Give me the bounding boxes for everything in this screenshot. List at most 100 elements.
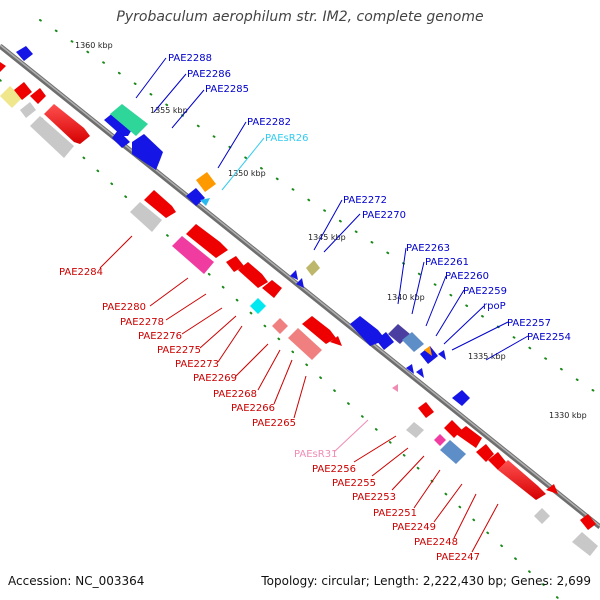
gene-label[interactable]: PAE2275 xyxy=(157,345,201,356)
gene-arrow[interactable] xyxy=(424,346,432,356)
gene-label[interactable]: PAE2286 xyxy=(187,69,231,80)
gene-arrow[interactable] xyxy=(330,336,342,346)
bottom-leader-lines xyxy=(99,235,499,553)
gene-label[interactable]: PAE2253 xyxy=(352,492,396,503)
gene-box[interactable] xyxy=(306,260,320,276)
gene-label[interactable]: PAE2280 xyxy=(102,302,146,313)
gene-arrow[interactable] xyxy=(546,484,558,494)
gene-arrow[interactable] xyxy=(580,514,596,530)
gene-box[interactable] xyxy=(534,508,550,524)
tick-label-1360: 1360 kbp xyxy=(75,41,113,50)
gene-label[interactable]: PAE2269 xyxy=(193,373,237,384)
gene-box[interactable] xyxy=(130,202,162,232)
top-gene-labels: PAE2288 PAE2286 PAE2285 PAE2282 PAEsR26 … xyxy=(168,53,571,343)
gene-label[interactable]: PAE2288 xyxy=(168,53,212,64)
gene-label[interactable]: PAE2247 xyxy=(436,552,480,563)
topology-text: Topology: circular; Length: 2,222,430 bp… xyxy=(261,574,591,588)
gene-arrow[interactable] xyxy=(186,224,228,258)
gene-arrow[interactable] xyxy=(112,130,130,148)
gene-box[interactable] xyxy=(272,318,288,334)
gene-arrow[interactable] xyxy=(0,62,6,72)
gene-label[interactable]: PAE2282 xyxy=(247,117,291,128)
gene-label[interactable]: PAE2263 xyxy=(406,243,450,254)
tick-label-1330: 1330 kbp xyxy=(549,411,587,420)
gene-arrow[interactable] xyxy=(196,172,216,192)
gene-box[interactable] xyxy=(110,104,148,136)
gene-box[interactable] xyxy=(434,434,446,446)
gene-arrow[interactable] xyxy=(290,270,298,280)
gene-arrow[interactable] xyxy=(498,460,546,500)
gene-arrow[interactable] xyxy=(438,350,446,360)
gene-arrow[interactable] xyxy=(376,332,394,350)
tick-label-1335: 1335 kbp xyxy=(468,352,506,361)
gene-arrow[interactable] xyxy=(262,280,282,298)
gene-box[interactable] xyxy=(572,532,598,556)
gene-arrow[interactable] xyxy=(226,256,244,272)
gene-arrow[interactable] xyxy=(30,88,46,104)
gene-arrow[interactable] xyxy=(416,368,424,378)
rna-label[interactable]: PAEsR31 xyxy=(294,449,337,460)
map-title: Pyrobaculum aerophilum str. IM2, complet… xyxy=(116,9,484,25)
tick-label-1355: 1355 kbp xyxy=(150,106,188,115)
gene-arrow[interactable] xyxy=(14,82,32,100)
gene-box[interactable] xyxy=(402,332,424,352)
gene-label[interactable]: PAE2273 xyxy=(175,359,219,370)
gene-label[interactable]: PAE2257 xyxy=(507,318,551,329)
gene-arrow[interactable] xyxy=(186,188,205,206)
gene-label[interactable]: PAE2272 xyxy=(343,195,387,206)
gene-box[interactable] xyxy=(406,422,424,438)
gene-label[interactable]: PAE2255 xyxy=(332,478,376,489)
tick-dot-tracks xyxy=(0,19,600,600)
gene-label[interactable]: PAE2254 xyxy=(527,332,571,343)
reverse-strand-genes xyxy=(0,62,598,556)
gene-box[interactable] xyxy=(20,102,36,118)
gene-label[interactable]: PAE2285 xyxy=(205,84,249,95)
gene-arrow[interactable] xyxy=(296,278,304,288)
gene-arrow[interactable] xyxy=(476,444,494,462)
gene-label[interactable]: PAE2265 xyxy=(252,418,296,429)
gene-arrow[interactable] xyxy=(302,316,336,344)
forward-strand-genes xyxy=(16,46,470,406)
gene-arrow[interactable] xyxy=(456,426,482,448)
gene-label[interactable]: PAE2260 xyxy=(445,271,489,282)
gene-label[interactable]: PAE2256 xyxy=(312,464,356,475)
gene-label[interactable]: PAE2248 xyxy=(414,537,458,548)
gene-label[interactable]: PAE2268 xyxy=(213,389,257,400)
gene-label[interactable]: PAE2266 xyxy=(231,403,275,414)
rna-arrow[interactable] xyxy=(392,384,398,392)
gene-arrow[interactable] xyxy=(406,364,414,374)
kbp-ticks: 1360 kbp 1355 kbp 1350 kbp 1345 kbp 1340… xyxy=(75,41,587,420)
gene-box[interactable] xyxy=(440,440,466,464)
rna-leader-line-bottom xyxy=(333,419,369,453)
gene-arrow[interactable] xyxy=(44,104,90,144)
gene-box[interactable] xyxy=(288,328,322,360)
gene-arrow[interactable] xyxy=(144,190,176,218)
gene-label[interactable]: PAE2249 xyxy=(392,522,436,533)
gene-arrow[interactable] xyxy=(132,134,163,170)
rna-leader-line xyxy=(221,137,265,191)
gene-label[interactable]: rpoP xyxy=(483,301,506,312)
gene-arrow[interactable] xyxy=(418,402,434,418)
tick-label-1340: 1340 kbp xyxy=(387,293,425,302)
gene-box[interactable] xyxy=(250,298,266,314)
gene-arrow[interactable] xyxy=(420,346,438,364)
gene-label[interactable]: PAE2259 xyxy=(463,286,507,297)
gene-label[interactable]: PAE2251 xyxy=(373,508,417,519)
gene-arrow[interactable] xyxy=(452,390,470,406)
gene-box[interactable] xyxy=(30,116,74,158)
gene-arrow[interactable] xyxy=(350,316,386,346)
gene-arrow[interactable] xyxy=(16,46,33,61)
gene-label[interactable]: PAE2278 xyxy=(120,317,164,328)
gene-arrow[interactable] xyxy=(488,452,506,470)
rna-arrow[interactable] xyxy=(200,198,210,206)
rna-label[interactable]: PAEsR26 xyxy=(265,133,308,144)
gene-box[interactable] xyxy=(0,86,22,108)
gene-label[interactable]: PAE2270 xyxy=(362,210,406,221)
gene-arrow[interactable] xyxy=(238,262,268,288)
gene-arrow[interactable] xyxy=(104,112,133,136)
tick-label-1350: 1350 kbp xyxy=(228,169,266,178)
gene-box[interactable] xyxy=(172,236,214,274)
gene-label[interactable]: PAE2276 xyxy=(138,331,182,342)
gene-label[interactable]: PAE2261 xyxy=(425,257,469,268)
gene-label[interactable]: PAE2284 xyxy=(59,267,103,278)
